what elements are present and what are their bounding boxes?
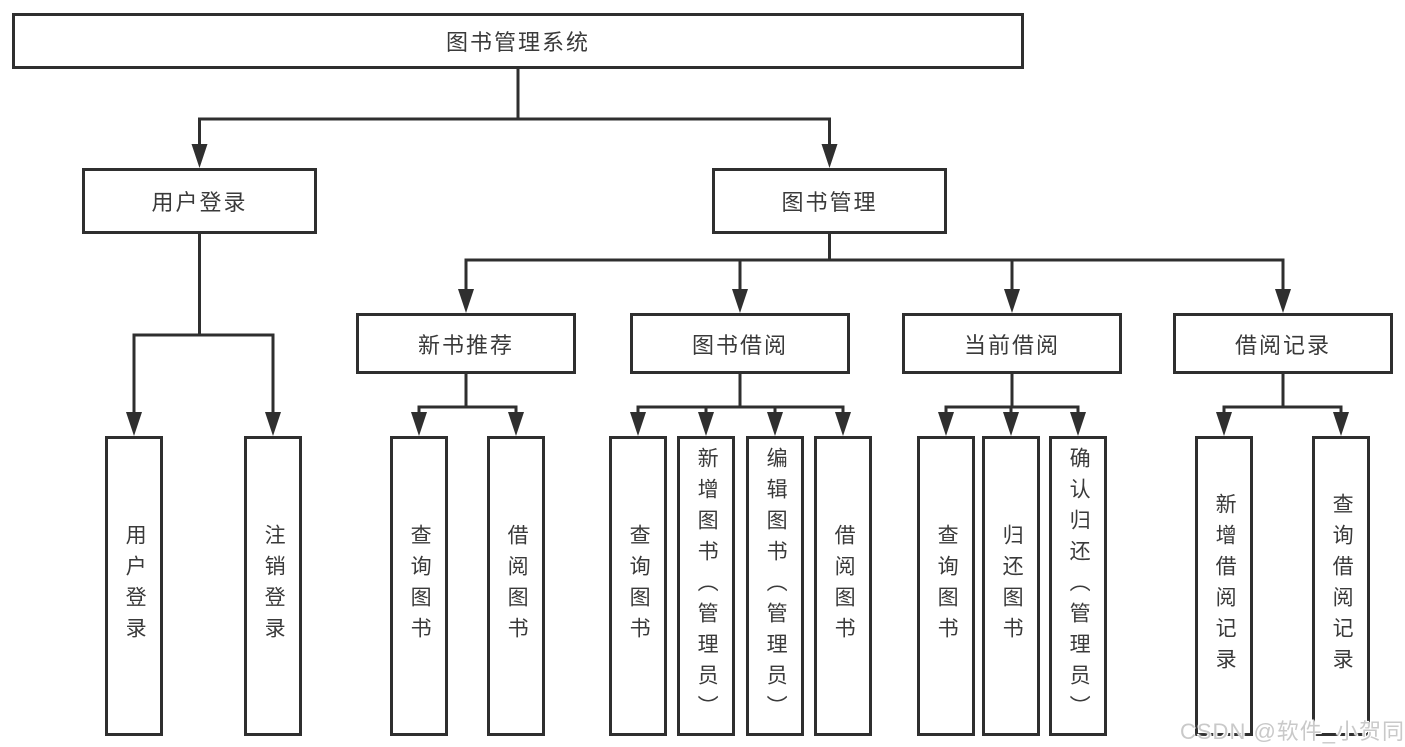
node-label: 新书推荐 <box>417 332 514 358</box>
node-label: 新增图书（管理员） <box>695 446 719 726</box>
node-label: 归还图书 <box>1000 524 1024 648</box>
node-label: 查询图书 <box>627 524 651 648</box>
node-label: 新增借阅记录 <box>1213 493 1237 679</box>
node-label: 借阅记录 <box>1234 332 1331 358</box>
node-label: 查询借阅记录 <box>1330 493 1354 679</box>
node-edit-book-admin: 编辑图书（管理员） <box>746 436 804 736</box>
node-query-books-3: 查询图书 <box>917 436 975 736</box>
node-user-login-module: 用户登录 <box>82 168 317 234</box>
node-library-management-system: 图书管理系统 <box>12 13 1024 69</box>
node-add-book-admin: 新增图书（管理员） <box>677 436 735 736</box>
node-borrowing-records: 借阅记录 <box>1173 313 1393 374</box>
node-label: 注销登录 <box>262 524 286 648</box>
node-label: 借阅图书 <box>505 524 529 648</box>
node-query-books-2: 查询图书 <box>609 436 667 736</box>
node-label: 图书管理 <box>781 190 878 215</box>
node-borrow-books-1: 借阅图书 <box>487 436 545 736</box>
node-add-borrow-record: 新增借阅记录 <box>1195 436 1253 736</box>
node-new-book-recommendation: 新书推荐 <box>356 313 576 374</box>
node-book-borrowing: 图书借阅 <box>630 313 850 374</box>
node-return-book: 归还图书 <box>982 436 1040 736</box>
node-borrow-books-2: 借阅图书 <box>814 436 872 736</box>
node-label: 确认归还（管理员） <box>1067 446 1091 726</box>
node-label: 用户登录 <box>123 524 147 648</box>
node-current-borrowing: 当前借阅 <box>902 313 1122 374</box>
node-label: 查询图书 <box>408 524 432 648</box>
node-label: 图书管理系统 <box>445 30 590 55</box>
node-label: 查询图书 <box>935 524 959 648</box>
node-label: 借阅图书 <box>832 524 856 648</box>
node-label: 当前借阅 <box>963 332 1060 358</box>
node-label: 编辑图书（管理员） <box>764 446 788 726</box>
node-book-management: 图书管理 <box>712 168 947 234</box>
node-logout: 注销登录 <box>244 436 302 736</box>
node-user-login: 用户登录 <box>105 436 163 736</box>
node-query-borrow-record: 查询借阅记录 <box>1312 436 1370 736</box>
node-label: 用户登录 <box>151 190 248 215</box>
node-query-books-1: 查询图书 <box>390 436 448 736</box>
node-confirm-return-admin: 确认归还（管理员） <box>1049 436 1107 736</box>
csdn-watermark: CSDN @软件_小贺同学 <box>1180 719 1405 744</box>
node-label: 图书借阅 <box>691 332 788 358</box>
